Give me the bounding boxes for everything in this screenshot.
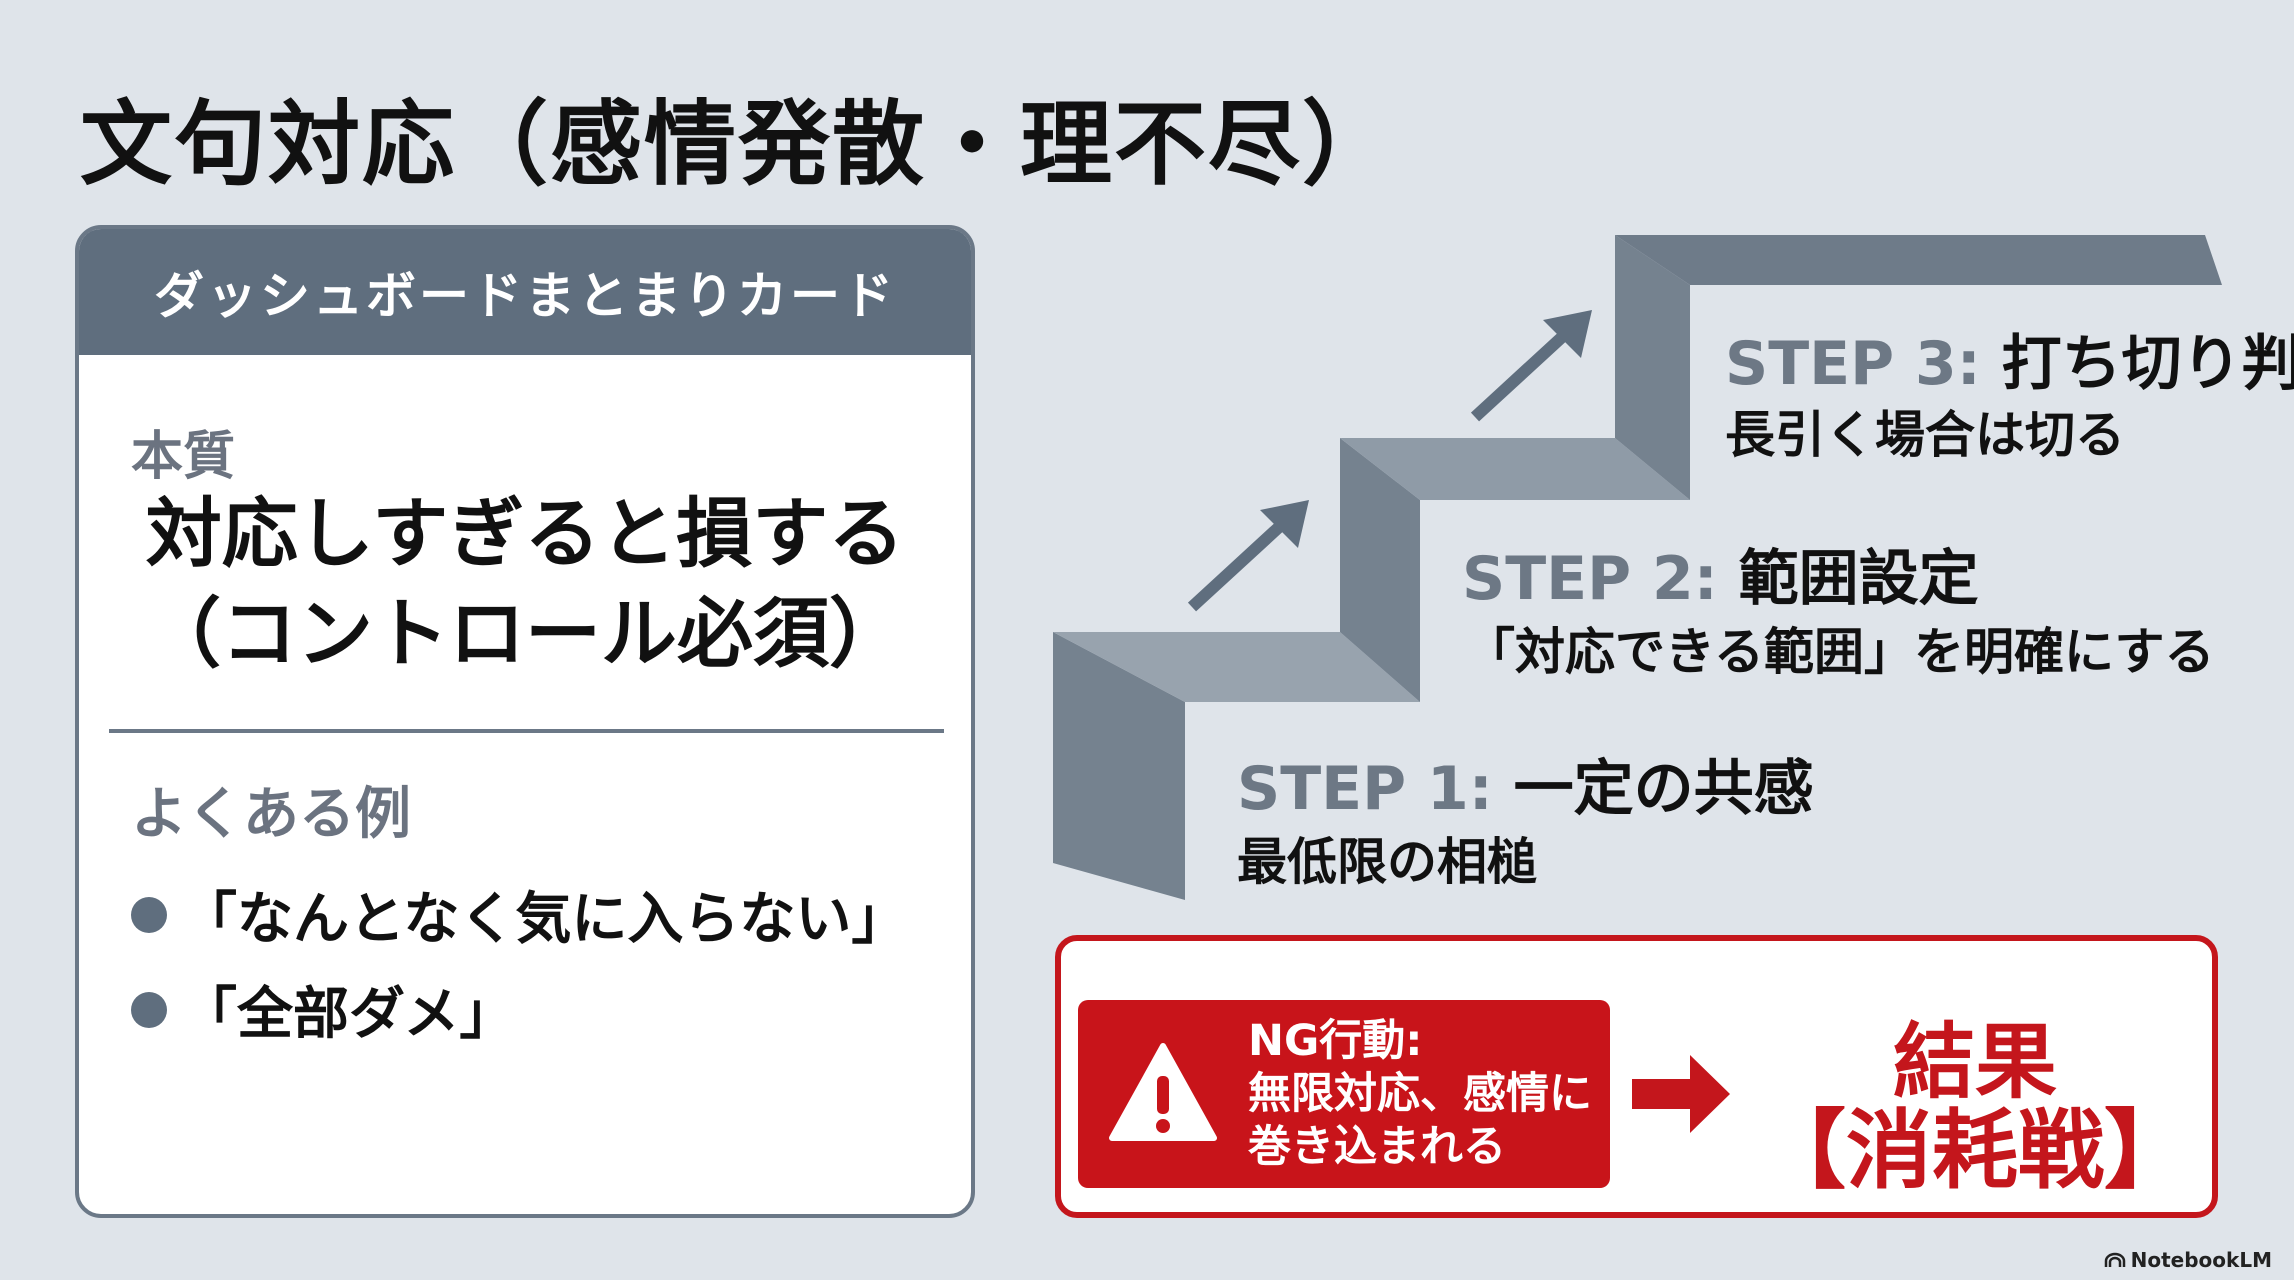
essence-line-1: 対応しすぎると損する [145,489,905,578]
bullet-icon [131,896,167,933]
step-title-text: 一定の共感 [1513,754,1814,824]
divider [109,729,944,733]
result-value: 【消耗戦】 [1760,1101,2190,1201]
brand-text: NotebookLM [2130,1248,2272,1272]
step-3-title: STEP 3: 打ち切り判断 [1725,315,2294,402]
step-2-title: STEP 2: 範囲設定 [1462,530,1979,617]
example-text: 「なんとなく気に入らない」 [181,887,908,952]
ng-line: NG行動: [1248,1016,1423,1066]
example-item: 「なんとなく気に入らない」 [131,874,907,955]
page-title: 文句対応（感情発散・理不尽） [80,91,1397,198]
step-2-riser [1340,438,1420,702]
step-3-riser [1615,235,1690,500]
step-title-text: 打ち切り判断 [2001,329,2294,399]
warning-triangle-icon [1109,1043,1217,1141]
up-arrow-icon [1187,500,1309,612]
step-title-text: 範囲設定 [1738,544,1979,614]
essence-text: 対応しすぎると損する （コントロール必須） [79,484,971,684]
right-arrow-icon [1632,1055,1730,1133]
step-number: STEP 2: [1462,544,1718,614]
example-item: 「全部ダメ」 [131,969,515,1050]
essence-line-2: （コントロール必須） [145,589,905,678]
result-title: 結果 [1892,1015,2057,1110]
ng-action-text: NG行動: 無限対応、感情に 巻き込まれる [1248,1015,1592,1174]
ng-line: 無限対応、感情に [1248,1069,1592,1119]
step-2-subtitle: 「対応できる範囲」を明確にする [1465,623,2215,681]
step-1-title: STEP 1: 一定の共感 [1237,740,1814,827]
card-header: ダッシュボードまとまりカード [79,229,971,355]
notebooklm-logo-icon [2104,1252,2125,1267]
examples-label: よくある例 [131,782,411,847]
step-3-top [1615,235,2222,285]
up-arrow-icon [1470,310,1592,422]
step-1-subtitle: 最低限の相槌 [1237,833,1537,891]
step-2-top [1340,438,1690,500]
step-1-top [1053,632,1420,702]
ng-line: 巻き込まれる [1248,1122,1506,1172]
step-3-subtitle: 長引く場合は切る [1725,406,2125,464]
step-number: STEP 1: [1237,754,1493,824]
example-text: 「全部ダメ」 [181,982,516,1047]
step-1-side [1053,632,1185,900]
bullet-icon [131,991,167,1028]
step-number: STEP 3: [1725,329,1981,399]
notebooklm-watermark: NotebookLM [2104,1248,2272,1272]
dashboard-summary-card: ダッシュボードまとまりカード 本質 対応しすぎると損する （コントロール必須） … [75,225,975,1218]
essence-label: 本質 [131,427,236,487]
